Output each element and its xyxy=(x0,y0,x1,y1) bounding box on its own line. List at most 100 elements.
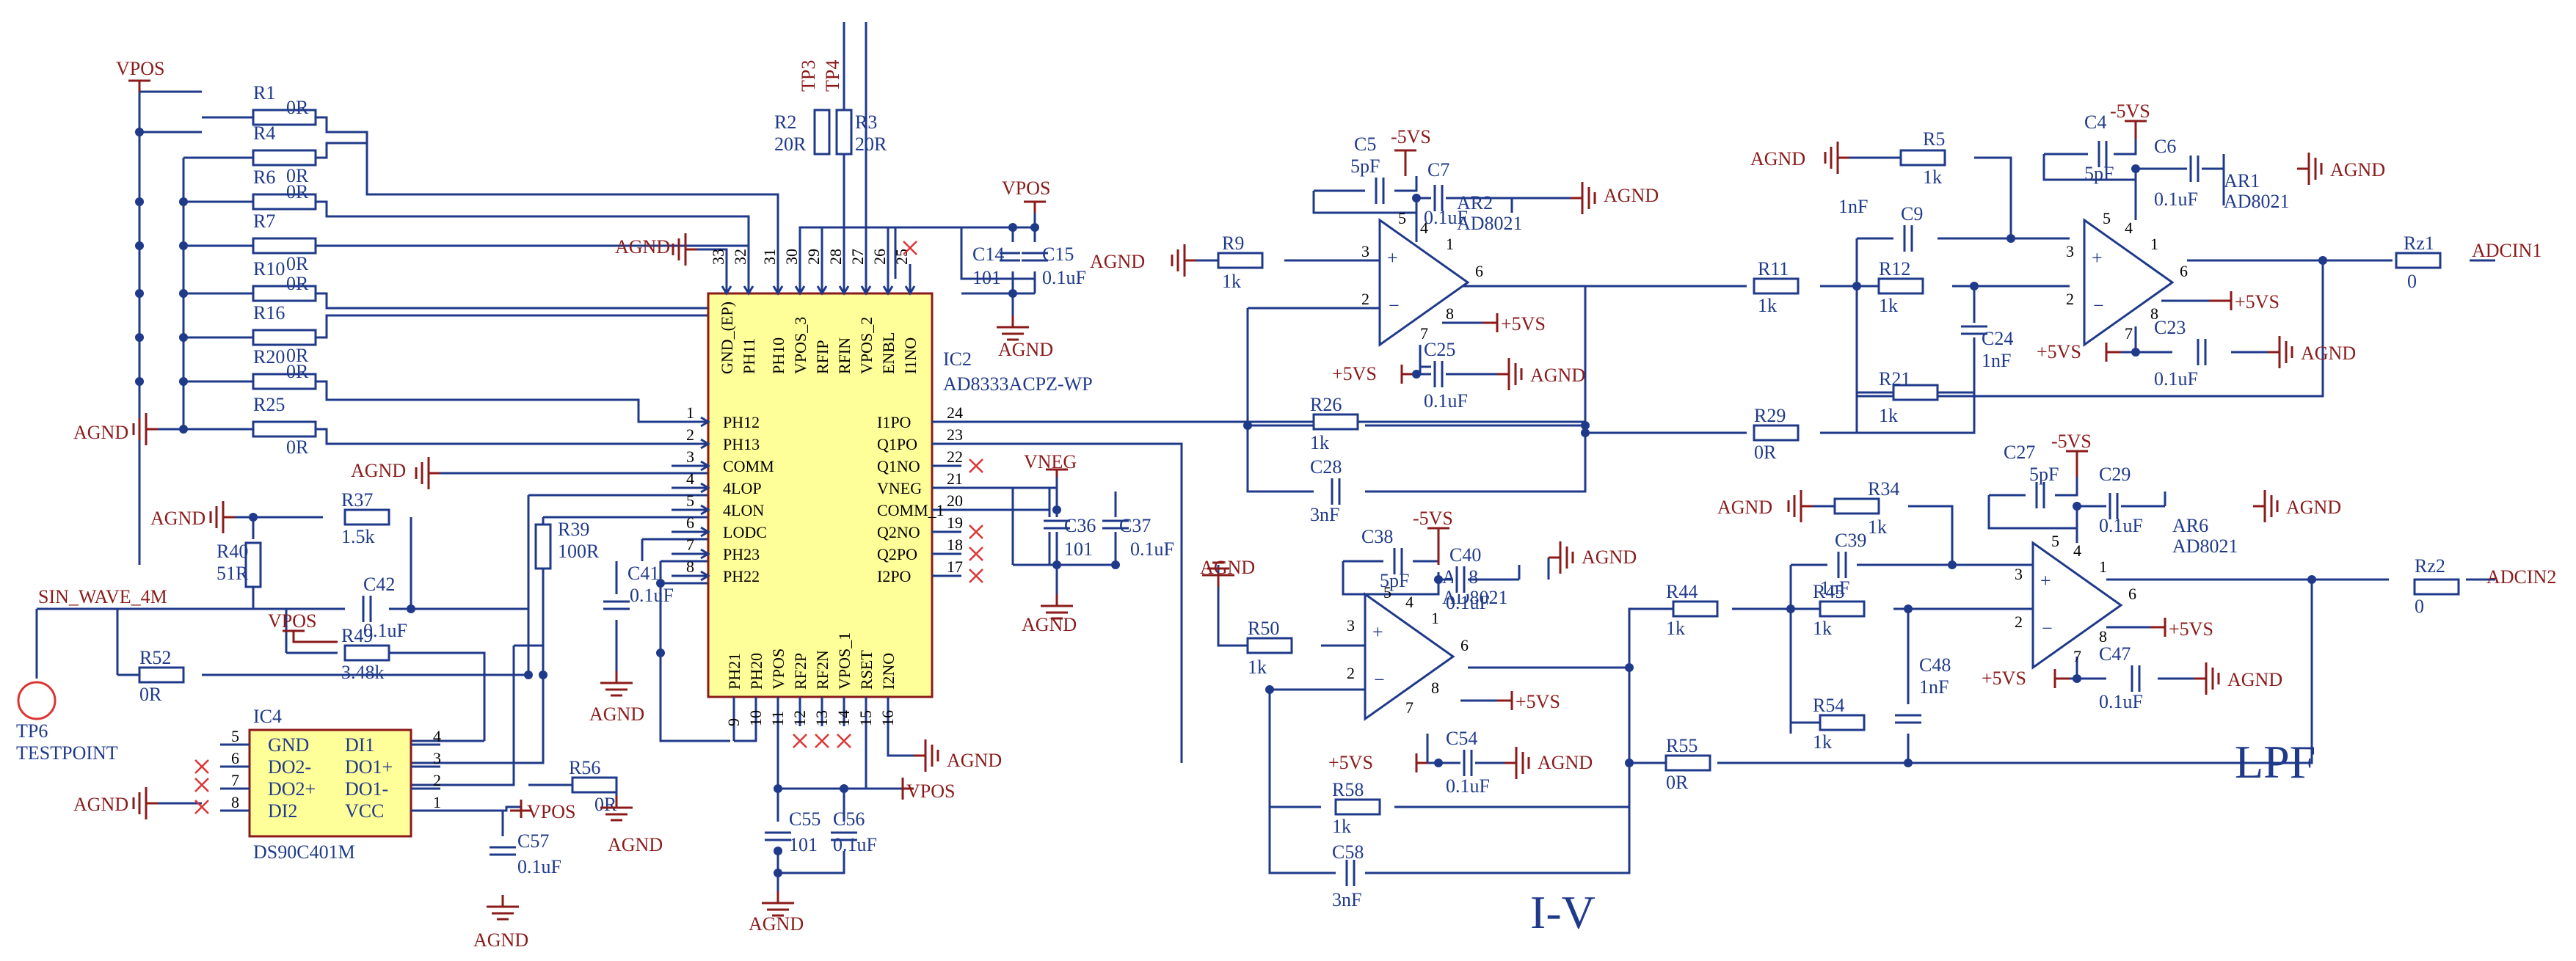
capacitor-c36 xyxy=(1042,517,1071,532)
value-r50: 1k xyxy=(1248,657,1267,678)
opamp-pin-num: 5 xyxy=(1383,583,1391,602)
m5vs-label-1: -5VS xyxy=(1391,126,1431,147)
opamp-pin-num: 2 xyxy=(1361,290,1369,308)
capacitor-c39 xyxy=(1835,550,1849,580)
adcin1-label: ADCIN1 xyxy=(2472,240,2542,261)
resistor-r54 xyxy=(1819,714,1866,731)
junction-dot xyxy=(774,784,782,793)
opamp-pin-num: 4 xyxy=(2073,541,2081,560)
ic2-pin-num: 1 xyxy=(686,403,694,422)
p5vs-label-1: +5VS xyxy=(1501,313,1546,335)
value-r11: 1k xyxy=(1758,295,1777,316)
value-c7: 0.1uF xyxy=(1424,207,1468,228)
opamp-pin-num: 8 xyxy=(1431,679,1439,697)
tp6-symbol xyxy=(17,681,57,720)
agnd-symbol xyxy=(1171,243,1198,278)
ic2-pin-name: Q1NO xyxy=(877,457,920,475)
junction-dot xyxy=(656,648,665,657)
value-c58: 3nF xyxy=(1332,889,1361,910)
agnd-label: AGND xyxy=(2286,497,2341,518)
ref-c54: C54 xyxy=(1446,728,1477,749)
ic2-pin-num: 11 xyxy=(768,711,787,726)
ic2-pin-num: 5 xyxy=(686,492,694,510)
ref-r49: R49 xyxy=(341,625,373,646)
ic2-pin-name: ENBL xyxy=(879,332,898,374)
ref-c29: C29 xyxy=(2099,464,2131,485)
vpos-label-3: VPOS xyxy=(268,610,316,632)
resistor-r50 xyxy=(1246,637,1293,654)
opamp-pin-num: 1 xyxy=(1446,235,1454,253)
capacitor-c28 xyxy=(1328,477,1343,506)
junction-dot xyxy=(179,241,188,250)
ref-r58: R58 xyxy=(1332,779,1364,800)
ref-c27: C27 xyxy=(2004,442,2035,463)
junction-dot xyxy=(774,847,782,855)
opamp-pin-num: 3 xyxy=(2066,242,2074,260)
value-r52: 0R xyxy=(139,684,162,705)
ref-r50: R50 xyxy=(1248,618,1279,639)
ic4-pin-name: DI2 xyxy=(268,800,297,822)
ref-r3: R3 xyxy=(855,112,877,133)
junction-dot xyxy=(656,579,665,588)
junction-dot xyxy=(1434,759,1443,767)
resistor-r39 xyxy=(534,523,552,570)
opamp-pin-num: 1 xyxy=(2099,558,2107,576)
capacitor-c23 xyxy=(2194,337,2209,367)
opamp-triangle xyxy=(2031,541,2123,670)
ic4-pin-num: 5 xyxy=(231,727,239,745)
opamp-pin-num: 7 xyxy=(2073,647,2081,665)
agnd-label: AGND xyxy=(1200,557,1255,578)
opamp-part: AD8021 xyxy=(2172,536,2238,557)
ref-c7: C7 xyxy=(1427,159,1449,180)
passive-components: R220RR320RR371.5kR4051RR39100RR493.48kR5… xyxy=(138,109,2460,910)
ref-r55: R55 xyxy=(1666,735,1698,756)
phase-resistor-value: 0R xyxy=(286,361,309,382)
capacitor-c15 xyxy=(1020,249,1049,264)
junction-dot xyxy=(1008,289,1017,298)
sin-wave-label: SIN_WAVE_4M xyxy=(38,586,167,607)
opamp-pin-num: 6 xyxy=(1460,636,1469,654)
junction-dot xyxy=(135,197,144,206)
agnd-label: AGND xyxy=(998,339,1053,360)
agnd-label: AGND xyxy=(1090,251,1145,272)
junction-dot xyxy=(1852,282,1861,291)
phase-resistor-ref: R25 xyxy=(253,394,285,415)
phase-resistor-ref: R7 xyxy=(253,211,275,232)
agnd-symbol xyxy=(485,894,520,921)
ic2-pin-name: PH13 xyxy=(723,435,760,453)
capacitor-c54 xyxy=(1460,748,1475,778)
ic2-part: AD8333ACPZ-WP xyxy=(943,373,1093,395)
resistor-r49 xyxy=(343,644,390,662)
m5vs-label-4: -5VS xyxy=(2051,431,2092,452)
resistor-r26 xyxy=(1312,413,1359,431)
agnd-symbol xyxy=(415,456,442,491)
ref-c58: C58 xyxy=(1332,841,1364,863)
capacitor-c37 xyxy=(1101,517,1130,532)
ic4-pin-name: DI1 xyxy=(345,734,374,756)
junction-dot xyxy=(1581,421,1590,430)
value-c4: 5pF xyxy=(2084,163,2114,184)
phase-resistor xyxy=(252,329,317,346)
no-connect-mark xyxy=(814,733,830,749)
phase-resistor xyxy=(252,285,317,302)
ic2-pin-name: I1PO xyxy=(877,413,911,431)
junction-dot xyxy=(135,377,144,386)
junction-dot xyxy=(2318,256,2327,265)
agnd-label: AGND xyxy=(1604,185,1659,206)
ic2-pin-name: LODC xyxy=(723,523,767,541)
agnd-symbol xyxy=(1496,357,1523,392)
opamp-pin-num: 1 xyxy=(2150,235,2158,253)
agnd-symbol xyxy=(760,890,796,917)
tp6-ref: TP6 xyxy=(16,720,48,742)
ref-c5: C5 xyxy=(1354,134,1376,155)
value-c29: 0.1uF xyxy=(2099,515,2143,536)
opamp-minus: − xyxy=(2093,295,2104,316)
value-r29: 0R xyxy=(1754,442,1777,463)
agnd-symbol xyxy=(672,232,699,267)
ic2-top-pins: 33GND_(EP)32PH1131PH1030VPOS_329RFIP28RF… xyxy=(709,249,920,374)
ic2-pin-num: 33 xyxy=(709,249,727,265)
value-c54: 0.1uF xyxy=(1446,775,1490,797)
ic4-ref: IC4 xyxy=(253,706,282,727)
